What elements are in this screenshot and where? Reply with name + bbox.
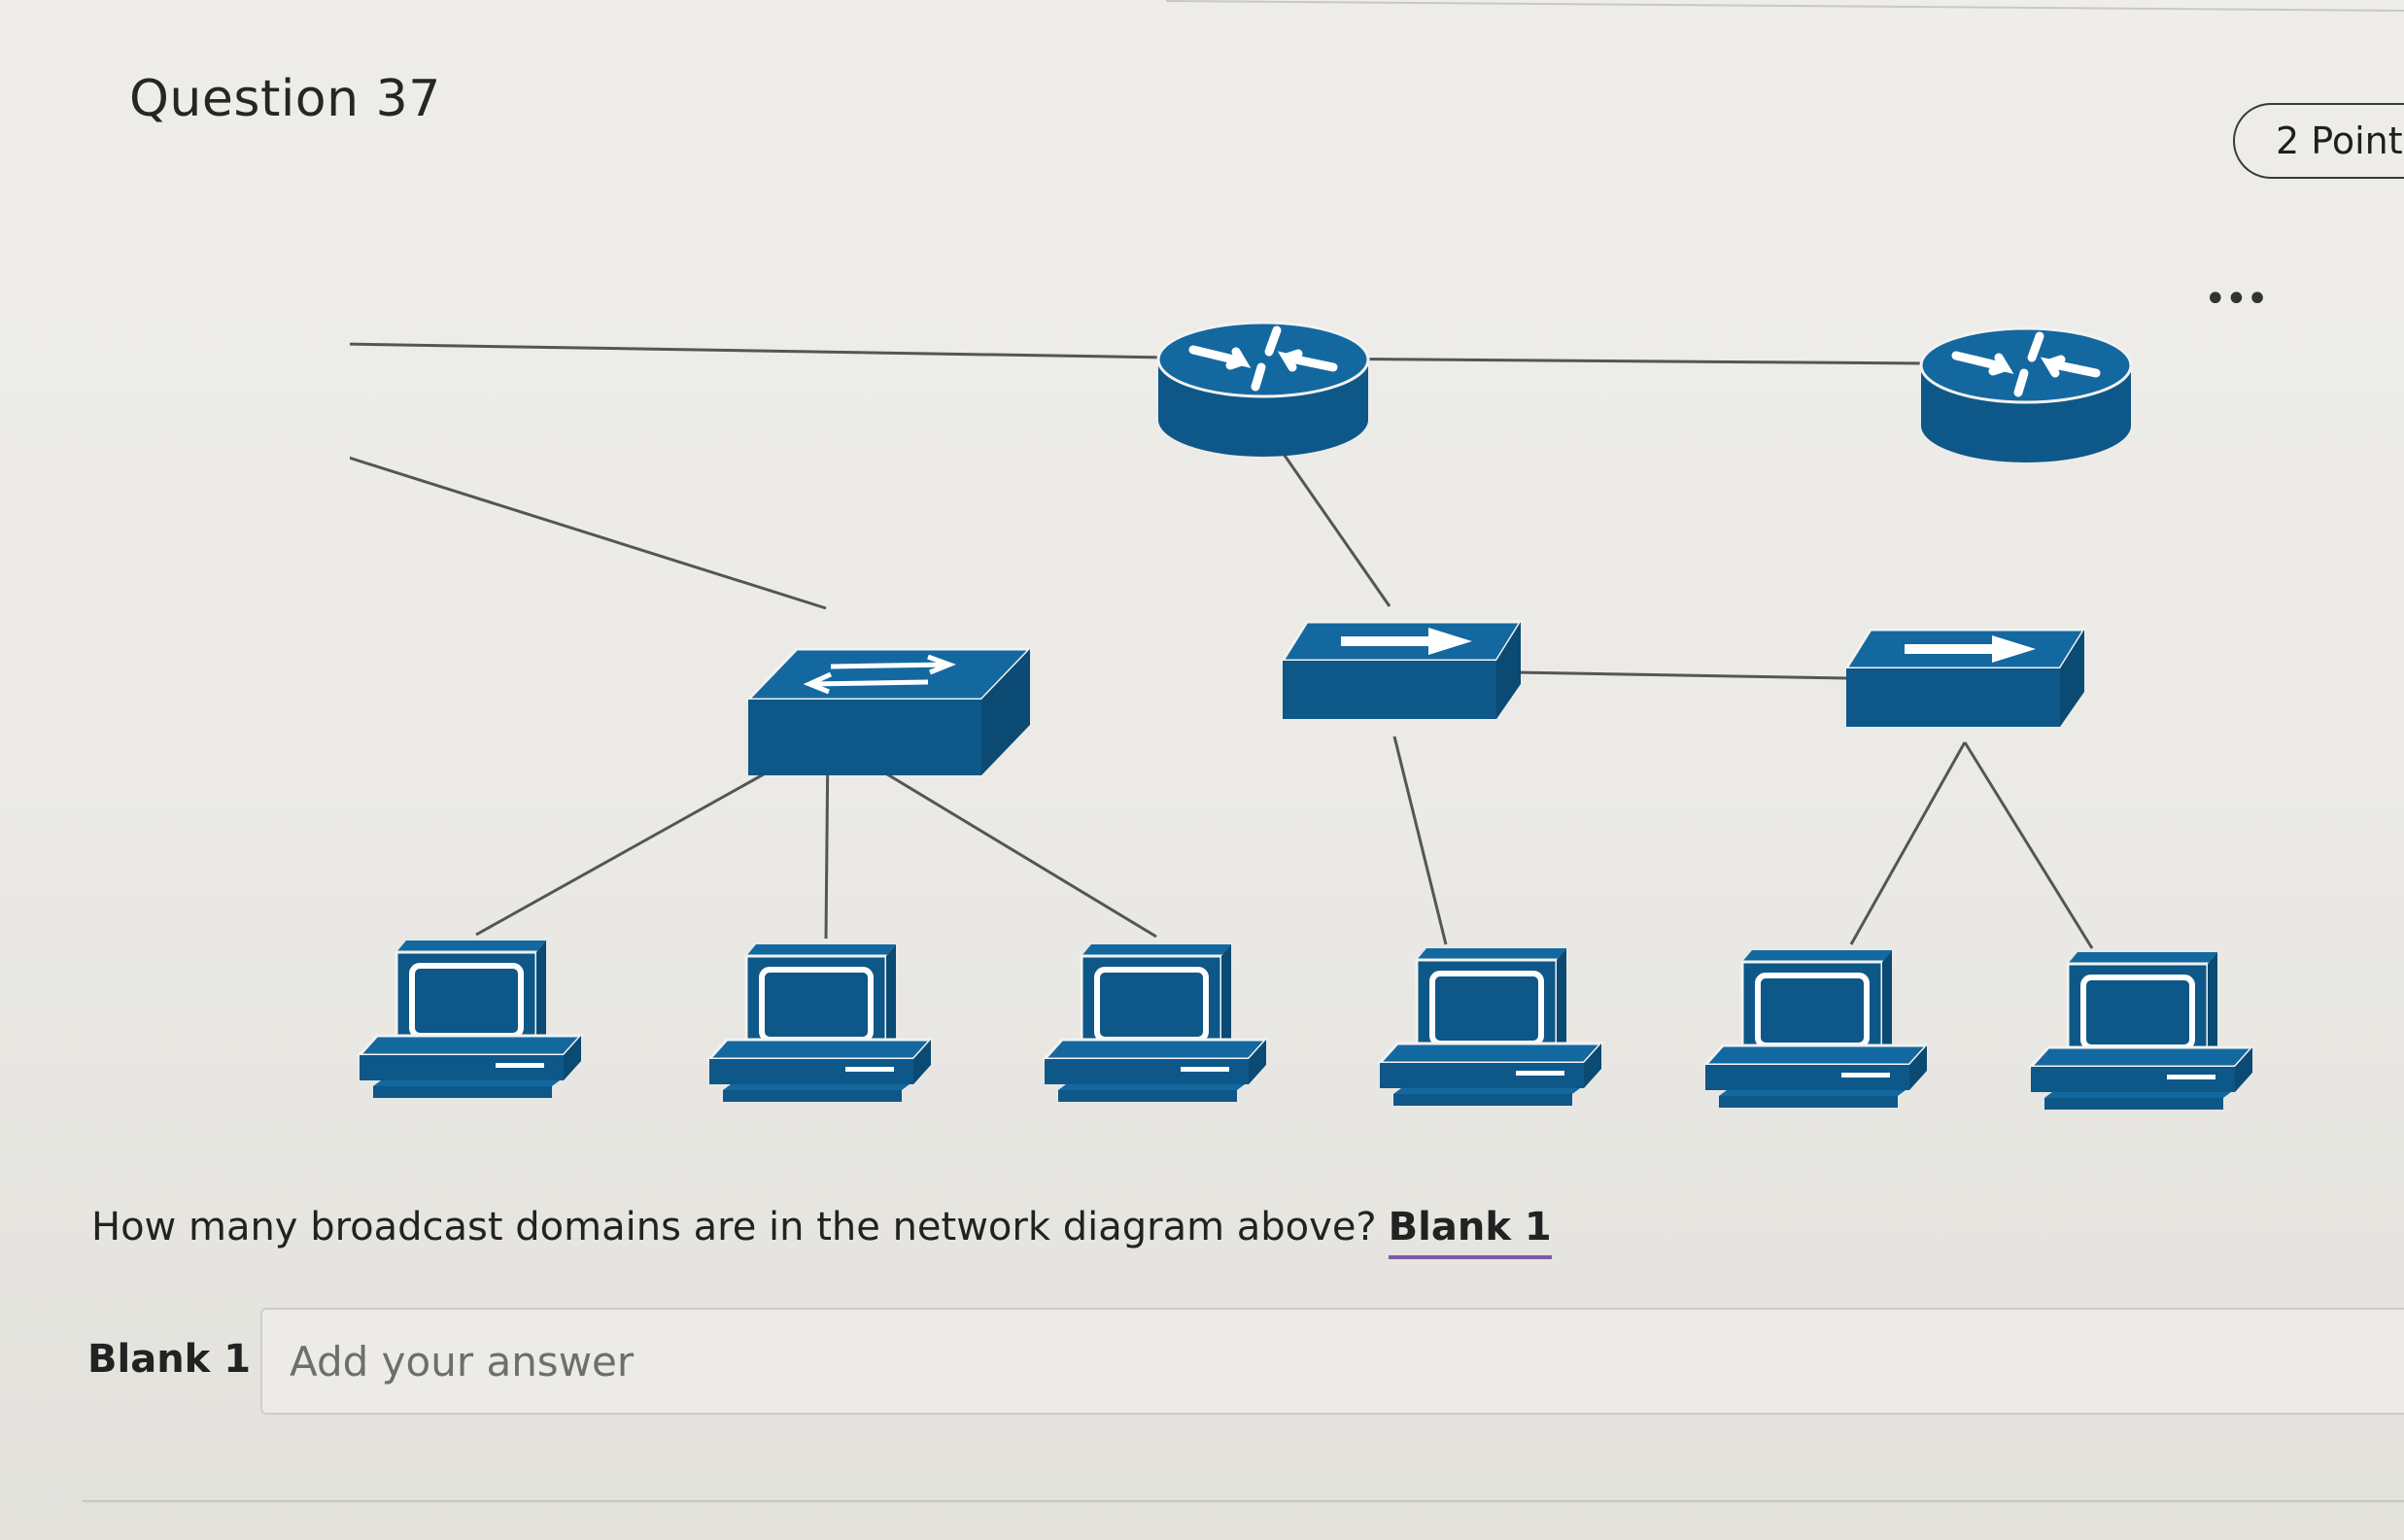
network-diagram [350,243,2264,1156]
switch-icon [1283,622,1521,719]
switch-icon [748,649,1030,775]
blank-reference-link[interactable]: Blank 1 [1388,1205,1552,1259]
divider [1165,0,2404,32]
answer-input[interactable] [260,1308,2404,1415]
network-links [350,342,2094,949]
question-title: Question 37 [129,70,441,128]
computer-icon [709,944,931,1102]
question-prompt: How many broadcast domains are in the ne… [91,1205,1552,1259]
computer-icon [1045,944,1266,1102]
prompt-text: How many broadcast domains are in the ne… [91,1205,1377,1249]
router-icon [1158,323,1368,457]
blank-label: Blank 1 [87,1337,252,1382]
points-badge: 2 Point [2233,103,2404,179]
computer-icon [1705,950,1927,1108]
computer-icon [2031,952,2252,1110]
divider [83,1500,2404,1502]
computer-icon [1380,948,1601,1106]
computer-icon [360,941,581,1098]
switch-icon [1846,630,2084,727]
router-icon [1921,328,2131,462]
